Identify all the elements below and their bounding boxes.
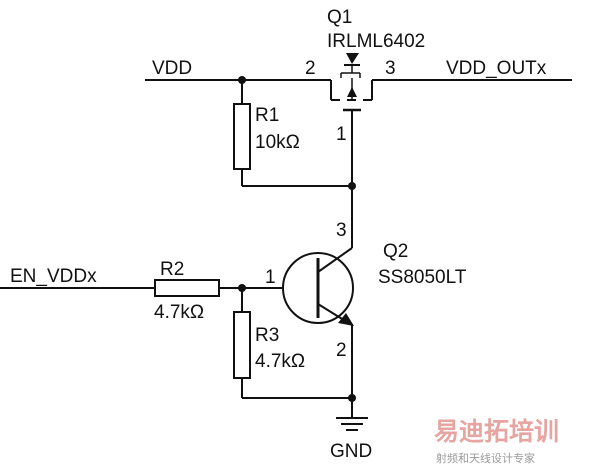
r1-ref-label: R1 <box>255 105 279 126</box>
r2-resistor <box>154 279 220 297</box>
en-net-label: EN_VDDx <box>10 266 97 287</box>
q2-collector-lead <box>317 247 353 273</box>
q2-pin-emitter-label: 2 <box>336 340 347 361</box>
vdd-net-label: VDD <box>152 58 192 79</box>
gnd-symbol <box>336 417 368 431</box>
junction-dot-gate <box>348 182 356 190</box>
r1-value-label: 10kΩ <box>255 132 300 153</box>
gnd-net-label: GND <box>330 441 372 462</box>
q1-pin-drain-label: 3 <box>385 58 396 79</box>
q1-diode-arrow <box>346 53 359 64</box>
junction-dot-gnd <box>348 394 356 402</box>
watermark-logo: 易迪拓培训 <box>434 417 559 446</box>
q1-pin-gate-label: 1 <box>336 124 347 145</box>
q2-pin-collector-label: 3 <box>336 220 347 241</box>
r2-value-label: 4.7kΩ <box>154 302 204 323</box>
r2-ref-label: R2 <box>160 259 184 280</box>
q1-mosfet-symbol <box>330 72 373 186</box>
junction-dot-vdd-r1 <box>238 76 246 84</box>
vdd-out-net-label: VDD_OUTx <box>446 58 547 79</box>
r3-resistor <box>233 311 251 379</box>
junction-dot-base <box>238 284 246 292</box>
r1-resistor <box>233 103 251 170</box>
watermark-tagline: 射频和天线设计专家 <box>436 451 535 465</box>
r3-value-label: 4.7kΩ <box>255 351 305 372</box>
q1-value-label: IRLML6402 <box>327 31 425 52</box>
q1-ref-label: Q1 <box>327 7 352 28</box>
q1-pin-source-label: 2 <box>305 58 316 79</box>
q2-value-label: SS8050LT <box>378 267 467 288</box>
q2-pin-base-label: 1 <box>265 267 276 288</box>
q1-channel-arrow <box>347 87 357 97</box>
q2-emitter-arrow <box>338 313 354 326</box>
r3-ref-label: R3 <box>255 325 279 346</box>
q2-ref-label: Q2 <box>383 241 408 262</box>
